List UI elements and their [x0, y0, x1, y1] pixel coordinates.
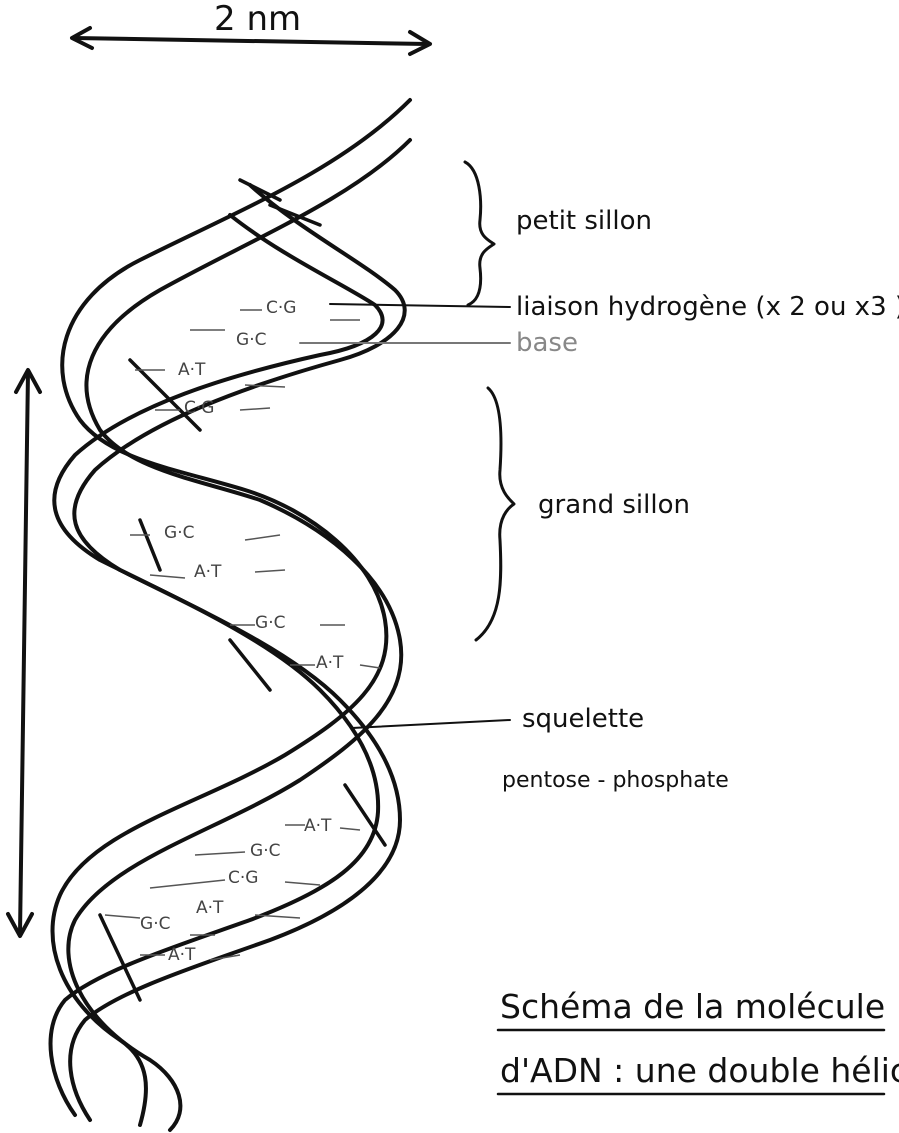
label-squelette: squelette	[522, 706, 644, 732]
base-pair: G·C	[140, 916, 170, 933]
strand-back	[51, 185, 405, 1120]
base-pair: A·T	[194, 564, 221, 581]
base-pair: C·G	[266, 300, 296, 317]
bracket-petit-sillon	[465, 162, 494, 305]
title-line-1: Schéma de la molécule	[500, 990, 885, 1023]
label-base: base	[516, 330, 578, 356]
label-grand-sillon: grand sillon	[538, 492, 690, 518]
base-pair: A·T	[178, 362, 205, 379]
brackets	[465, 162, 514, 640]
base-pair: A·T	[168, 947, 195, 964]
base-pair: G·C	[164, 525, 194, 542]
base-pair: G·C	[255, 615, 285, 632]
pitch-arrow	[8, 370, 40, 936]
scale-label: 2 nm	[214, 2, 301, 36]
label-liaison-hydrogene: liaison hydrogène (x 2 ou x3 )	[516, 294, 899, 320]
base-pair: A·T	[316, 655, 343, 672]
base-pair: A·T	[304, 818, 331, 835]
bracket-grand-sillon	[476, 388, 514, 640]
base-pair: G·C	[236, 332, 266, 349]
base-pair: C·G	[228, 870, 258, 887]
base-pair: A·T	[196, 900, 223, 917]
label-pentose-phosphate: pentose - phosphate	[502, 770, 729, 792]
base-pair: G·C	[250, 843, 280, 860]
label-petit-sillon: petit sillon	[516, 208, 652, 234]
title-line-2: d'ADN : une double hélice	[500, 1054, 899, 1087]
base-pair: C·G	[184, 400, 214, 417]
